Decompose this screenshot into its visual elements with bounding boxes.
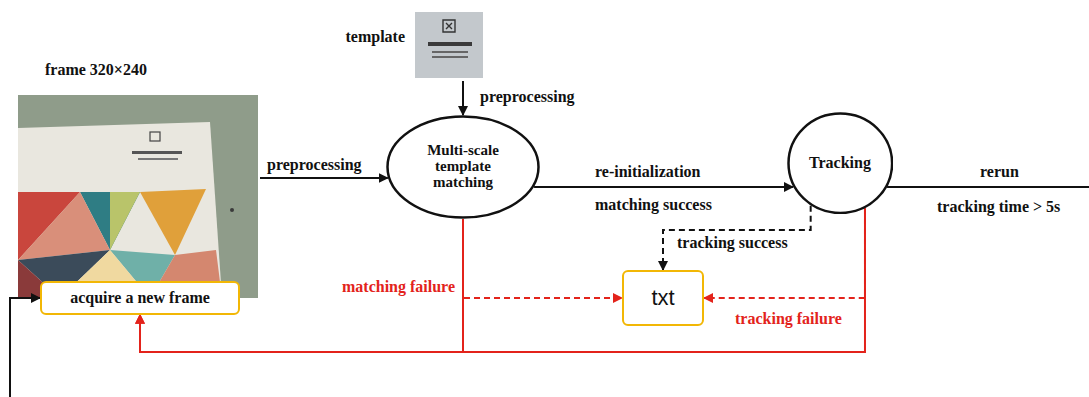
book-pattern	[140, 189, 206, 255]
solid-arrow	[260, 177, 388, 179]
template-logo	[443, 20, 455, 32]
book-pattern	[18, 192, 110, 260]
ellipse-shape	[788, 113, 892, 213]
edge-label: tracking success	[675, 234, 790, 252]
dashed-arrow	[463, 219, 622, 298]
process-ellipse: Tracking	[787, 112, 894, 215]
template-image: template	[415, 12, 483, 78]
edge-label: matching success	[593, 196, 714, 214]
template-caption: template	[345, 28, 405, 46]
output-box: txt	[622, 270, 704, 326]
loop-lines	[10, 187, 1089, 397]
frame-caption: frame 320×240	[45, 61, 147, 79]
edge-label: preprocessing	[478, 88, 577, 106]
solid-arrow	[140, 208, 865, 352]
book-logo	[150, 132, 160, 141]
process-ellipse: Multi-scale template matching	[386, 115, 540, 219]
solid-arrow	[462, 81, 464, 115]
edge-label: preprocessing	[265, 156, 364, 174]
dashed-arrow	[663, 206, 811, 270]
book-pattern	[110, 192, 140, 250]
template-photo	[415, 12, 483, 78]
camera-frame-photo	[18, 95, 258, 298]
solid-arrow	[534, 186, 793, 188]
template-background	[415, 12, 483, 78]
process-label: Tracking	[795, 155, 885, 172]
input-label: acquire a new frame	[70, 289, 210, 307]
loop-return-line	[10, 298, 40, 397]
photo-background	[18, 95, 258, 298]
edge-label: matching failure	[340, 278, 457, 296]
flow-note: tracking time > 5s	[935, 198, 1062, 216]
connectors	[140, 81, 865, 352]
flow-note: rerun	[978, 163, 1021, 181]
process-label: Multi-scale template matching	[423, 143, 503, 190]
book-print	[132, 151, 182, 154]
flow-note: re-initialization	[593, 163, 702, 181]
ellipse-shape	[388, 117, 539, 218]
template-print	[428, 42, 472, 46]
template-print	[432, 56, 468, 58]
book-print	[138, 158, 178, 160]
dashed-arrow	[704, 208, 865, 298]
input-box: acquire a new frame	[40, 281, 240, 314]
photo-speck	[230, 208, 234, 212]
output-label: txt	[651, 285, 674, 310]
edge-label: tracking failure	[733, 310, 844, 328]
template-print	[432, 51, 468, 53]
rerun-line	[887, 186, 1089, 188]
book-page	[18, 122, 222, 298]
camera-frame: frame 320×240	[18, 95, 258, 298]
